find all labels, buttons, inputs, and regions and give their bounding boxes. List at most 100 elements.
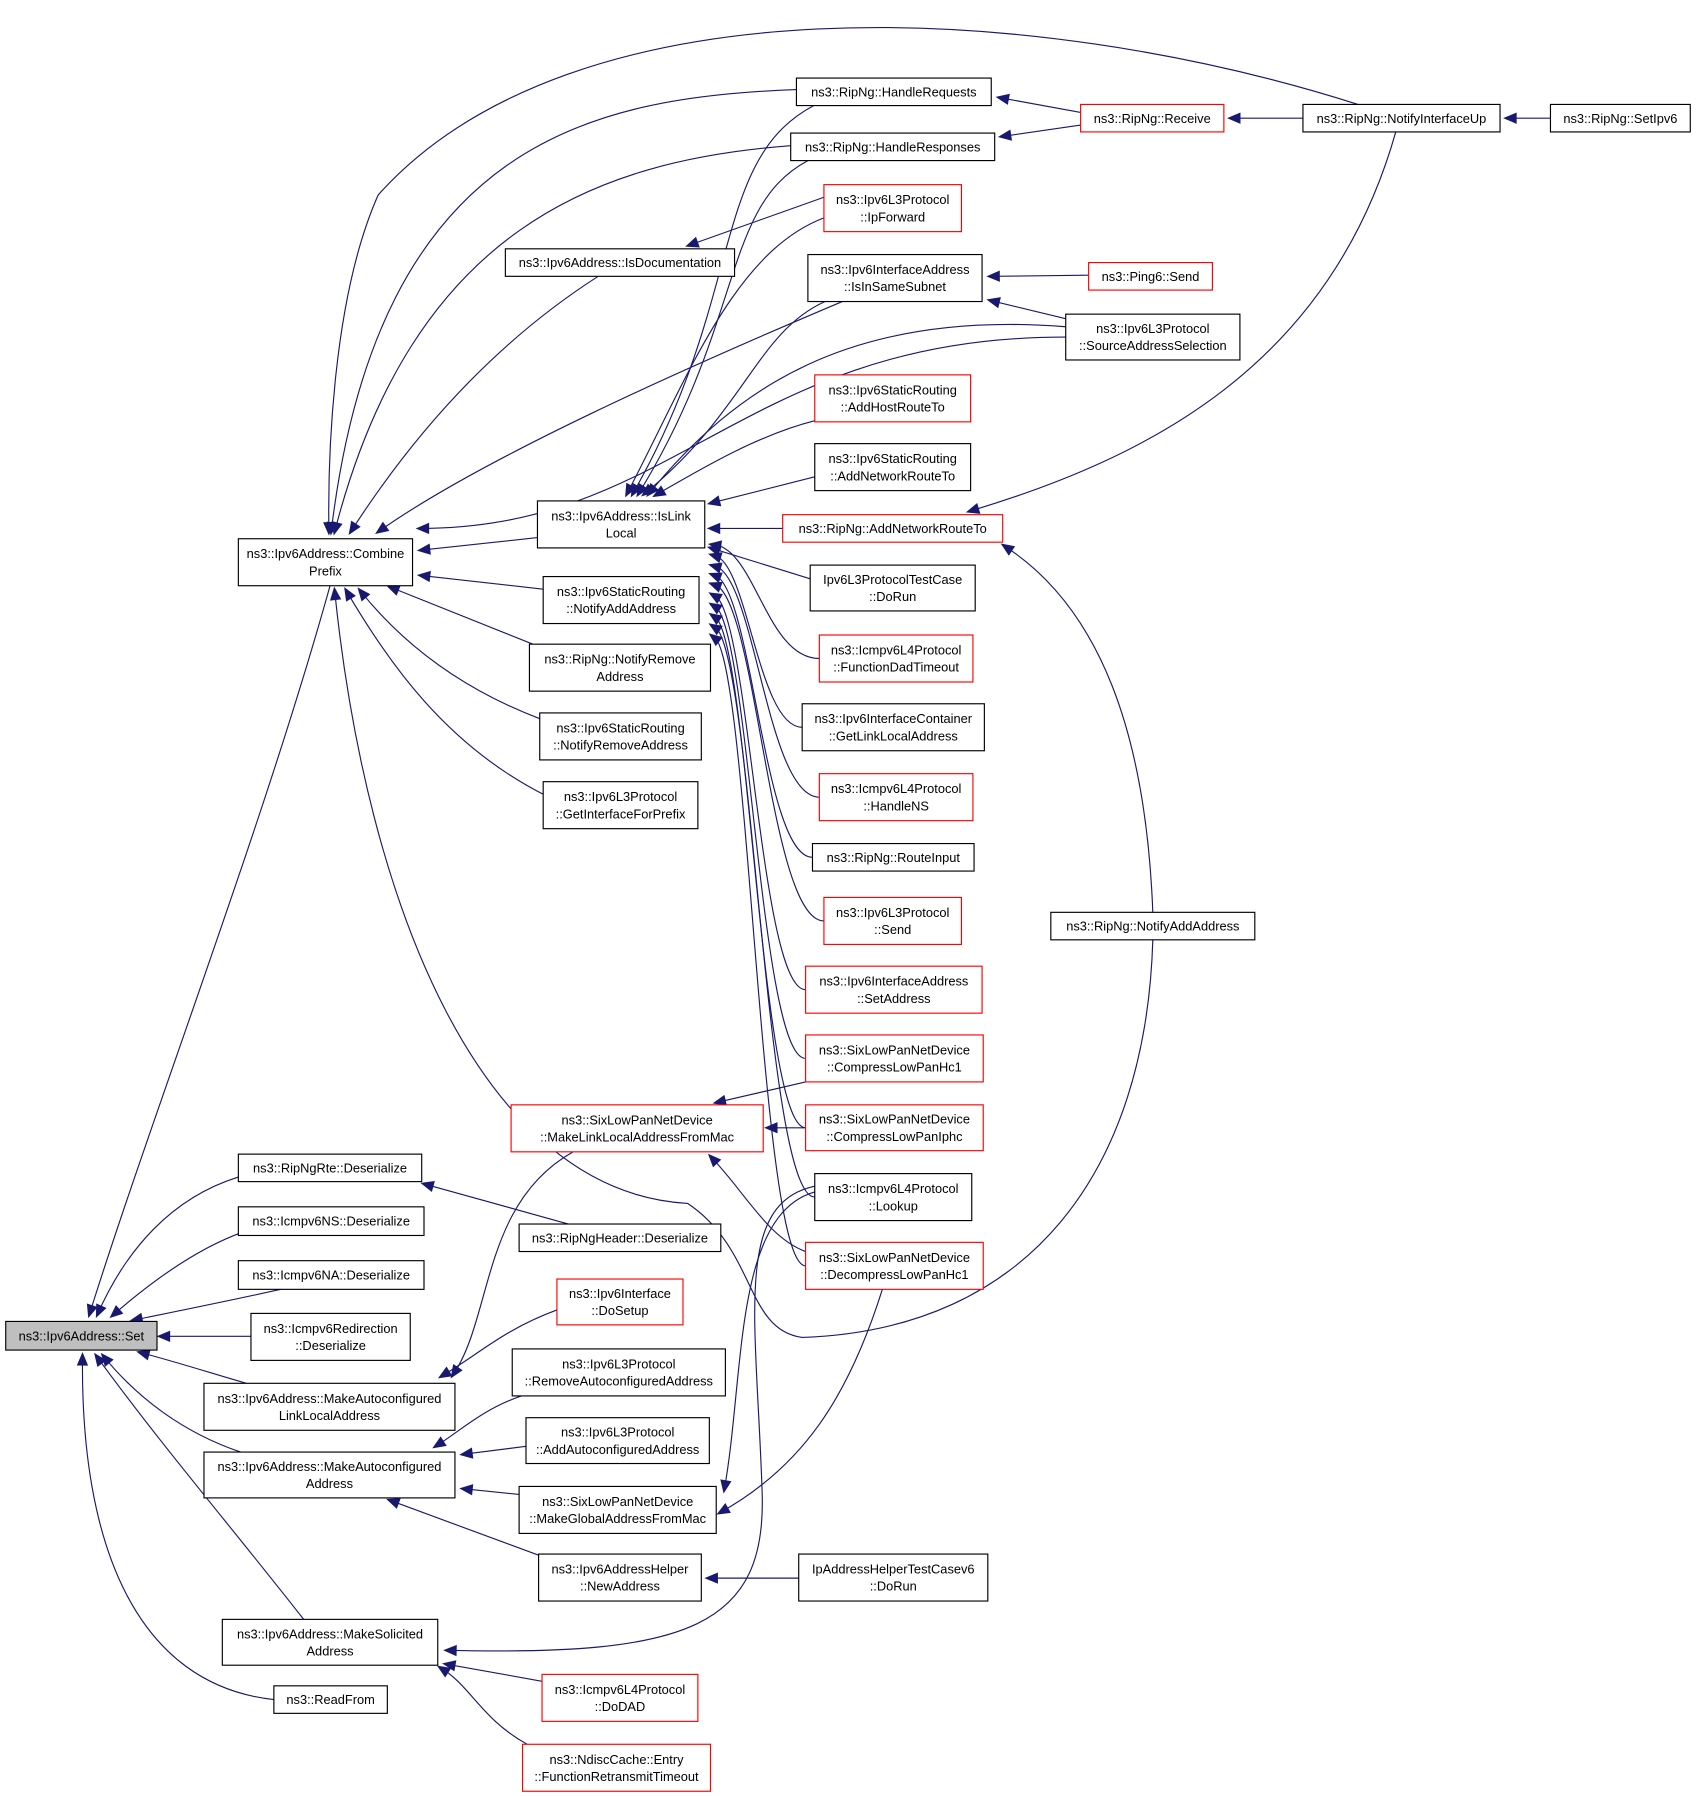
- node-label: ns3::Icmpv6NS::Deserialize: [252, 1214, 410, 1229]
- node-makeauto[interactable]: ns3::Ipv6Address::MakeAutoconfiguredAddr…: [203, 1451, 456, 1499]
- node-ripngheader-deser[interactable]: ns3::RipNgHeader::Deserialize: [518, 1223, 722, 1253]
- node-ripng-notifyaddaddress[interactable]: ns3::RipNg::NotifyAddAddress: [1050, 911, 1256, 941]
- arrowhead-icon: [625, 482, 637, 498]
- arrowhead-icon: [436, 1665, 452, 1678]
- node-icmpv6redir-deser[interactable]: ns3::Icmpv6Redirection::Deserialize: [250, 1312, 411, 1361]
- node-l3-sourceaddrsel[interactable]: ns3::Ipv6L3Protocol::SourceAddressSelect…: [1065, 313, 1241, 361]
- node-l3-getinterfaceforprefix[interactable]: ns3::Ipv6L3Protocol::GetInterfaceForPref…: [542, 781, 699, 830]
- node-label: ns3::Ipv6AddressHelper: [551, 1562, 689, 1577]
- node-label: ::DoSetup: [591, 1303, 648, 1318]
- arrowhead-icon: [707, 1153, 722, 1168]
- node-ripng-routeinput[interactable]: ns3::RipNg::RouteInput: [811, 842, 975, 872]
- node-ripng-notifyinterfaceup[interactable]: ns3::RipNg::NotifyInterfaceUp: [1302, 103, 1501, 133]
- arrowhead-icon: [986, 270, 1000, 282]
- node-label: Address: [306, 1476, 353, 1491]
- node-handleresponses[interactable]: ns3::RipNg::HandleResponses: [790, 132, 996, 162]
- node-addhostrouteto[interactable]: ns3::Ipv6StaticRouting::AddHostRouteTo: [814, 374, 972, 423]
- node-label: ::NotifyAddAddress: [566, 601, 676, 616]
- node-label: ns3::RipNg::RouteInput: [827, 850, 961, 865]
- arrowhead-icon: [136, 1349, 151, 1361]
- node-label: ::IsInSameSubnet: [844, 279, 946, 294]
- node-box: [818, 773, 974, 822]
- node-decompresshc1[interactable]: ns3::SixLowPanNetDevice::DecompressLowPa…: [805, 1241, 984, 1290]
- node-label: ::DoDAD: [595, 1699, 646, 1714]
- node-label: ::AddAutoconfiguredAddress: [536, 1442, 699, 1457]
- node-box: [814, 1173, 973, 1222]
- node-box: [814, 374, 972, 423]
- node-icmpv6l4-dadtimeout[interactable]: ns3::Icmpv6L4Protocol::FunctionDadTimeou…: [818, 634, 974, 683]
- arrowhead-icon: [1226, 112, 1241, 124]
- edge-ripng_receive-to-handleresponses: [1001, 124, 1081, 138]
- node-addnetworkrouteto-static[interactable]: ns3::Ipv6StaticRouting::AddNetworkRouteT…: [814, 443, 972, 492]
- node-box: [221, 1618, 439, 1666]
- node-ifaddr-setaddress[interactable]: ns3::Ipv6InterfaceAddress::SetAddress: [805, 965, 983, 1014]
- edge-addresshelper_newaddress-to-makeauto: [389, 1499, 539, 1556]
- node-box: [782, 514, 1004, 543]
- node-compressiphc[interactable]: ns3::SixLowPanNetDevice::CompressLowPanI…: [805, 1104, 984, 1152]
- node-label: ::HandleNS: [863, 798, 929, 813]
- node-compresshc1[interactable]: ns3::SixLowPanNetDevice::CompressLowPanH…: [805, 1034, 984, 1083]
- node-icmpv6l4-handlens[interactable]: ns3::Icmpv6L4Protocol::HandleNS: [818, 773, 974, 822]
- node-addresshelper-newaddress[interactable]: ns3::Ipv6AddressHelper::NewAddress: [538, 1553, 702, 1602]
- arrowhead-icon: [416, 543, 431, 555]
- node-box: [536, 500, 706, 549]
- node-isdocumentation[interactable]: ns3::Ipv6Address::IsDocumentation: [504, 248, 736, 277]
- node-ripng-addnetworkrouteto[interactable]: ns3::RipNg::AddNetworkRouteTo: [782, 514, 1004, 543]
- node-box: [538, 1553, 702, 1602]
- node-icmpv6ns-deser[interactable]: ns3::Icmpv6NS::Deserialize: [237, 1206, 425, 1237]
- node-set[interactable]: ns3::Ipv6Address::Set: [5, 1320, 158, 1351]
- node-box: [801, 703, 985, 752]
- edge-ripng_notifyinterfaceup-to-combineprefix: [328, 27, 1359, 532]
- node-makeautoll[interactable]: ns3::Ipv6Address::MakeAutoconfiguredLink…: [203, 1382, 456, 1431]
- arrowhead-icon: [764, 1122, 778, 1134]
- node-staticrouting-notifyadd[interactable]: ns3::Ipv6StaticRouting::NotifyAddAddress: [542, 575, 700, 625]
- node-l3-send[interactable]: ns3::Ipv6L3Protocol::Send: [823, 896, 963, 945]
- node-ripng-notifyremove[interactable]: ns3::RipNg::NotifyRemoveAddress: [528, 643, 712, 692]
- node-icmpv6na-deser[interactable]: ns3::Icmpv6NA::Deserialize: [237, 1260, 425, 1290]
- edge-ripng_routeinput-to-islinklocal: [711, 573, 813, 858]
- arrowhead-icon: [712, 1094, 727, 1106]
- node-isinsamesubnet[interactable]: ns3::Ipv6InterfaceAddress::IsInSameSubne…: [807, 253, 983, 303]
- node-box: [798, 1553, 989, 1602]
- node-ripng-setipv6[interactable]: ns3::RipNg::SetIpv6: [1549, 103, 1691, 133]
- node-ping6-send[interactable]: ns3::Ping6::Send: [1088, 262, 1213, 291]
- edge-container_getlinklocal-to-islinklocal: [711, 554, 803, 728]
- node-ripngrte-deser[interactable]: ns3::RipNgRte::Deserialize: [237, 1153, 423, 1183]
- node-box: [823, 184, 963, 233]
- node-ndisc-retransmit[interactable]: ns3::NdiscCache::Entry::FunctionRetransm…: [521, 1743, 712, 1792]
- node-l3-addauto[interactable]: ns3::Ipv6L3Protocol::AddAutoconfiguredAd…: [525, 1417, 710, 1465]
- node-box: [1302, 103, 1501, 133]
- node-label: ns3::RipNg::Receive: [1094, 111, 1211, 126]
- node-label: ns3::Ipv6L3Protocol: [1096, 321, 1209, 336]
- edge-icmpv6na_deser-to-set: [132, 1288, 281, 1321]
- node-l3-ipforward[interactable]: ns3::Ipv6L3Protocol::IpForward: [823, 184, 963, 233]
- arrowhead-icon: [708, 581, 723, 593]
- node-readfrom[interactable]: ns3::ReadFrom: [273, 1685, 388, 1714]
- arrowhead-icon: [652, 485, 667, 498]
- node-makelinklocalfrommac[interactable]: ns3::SixLowPanNetDevice::MakeLinkLocalAd…: [510, 1104, 764, 1153]
- node-container-getlinklocal[interactable]: ns3::Ipv6InterfaceContainer::GetLinkLoca…: [801, 703, 985, 752]
- node-icmpv6l4-lookup[interactable]: ns3::Icmpv6L4Protocol::Lookup: [814, 1173, 973, 1222]
- node-iphelpertest-dorun[interactable]: IpAddressHelperTestCasev6::DoRun: [798, 1553, 989, 1602]
- node-label: ns3::Icmpv6L4Protocol: [555, 1682, 686, 1697]
- node-makeglobalfrommac[interactable]: ns3::SixLowPanNetDevice::MakeGlobalAddre…: [518, 1485, 717, 1535]
- edge-ifaddr_setaddress-to-islinklocal: [711, 593, 806, 991]
- arrowhead-icon: [109, 1305, 124, 1319]
- edge-ripng_notifyaddaddress-to-ripng_addnetworkrouteto: [1003, 545, 1154, 913]
- node-handlerequests[interactable]: ns3::RipNg::HandleRequests: [795, 77, 992, 107]
- edge-ripng_notifyremove-to-combineprefix: [389, 586, 534, 645]
- node-l3testcase-dorun[interactable]: Ipv6L3ProtocolTestCase::DoRun: [809, 564, 976, 612]
- node-l3-removeauto[interactable]: ns3::Ipv6L3Protocol::RemoveAutoconfigure…: [511, 1348, 726, 1397]
- edge-l3_sourceaddrsel-to-combineprefix: [419, 336, 1066, 530]
- node-label: ns3::SixLowPanNetDevice: [819, 1042, 970, 1057]
- node-icmpv6l4-dodad[interactable]: ns3::Icmpv6L4Protocol::DoDAD: [541, 1673, 699, 1722]
- node-label: ns3::RipNg::NotifyAddAddress: [1066, 919, 1239, 934]
- node-ripng-receive[interactable]: ns3::RipNg::Receive: [1080, 103, 1225, 133]
- node-label: ns3::RipNg::SetIpv6: [1563, 111, 1677, 126]
- node-staticrouting-notifyremove[interactable]: ns3::Ipv6StaticRouting::NotifyRemoveAddr…: [539, 712, 702, 761]
- node-ipv6interface-dosetup[interactable]: ns3::Ipv6Interface::DoSetup: [556, 1278, 684, 1326]
